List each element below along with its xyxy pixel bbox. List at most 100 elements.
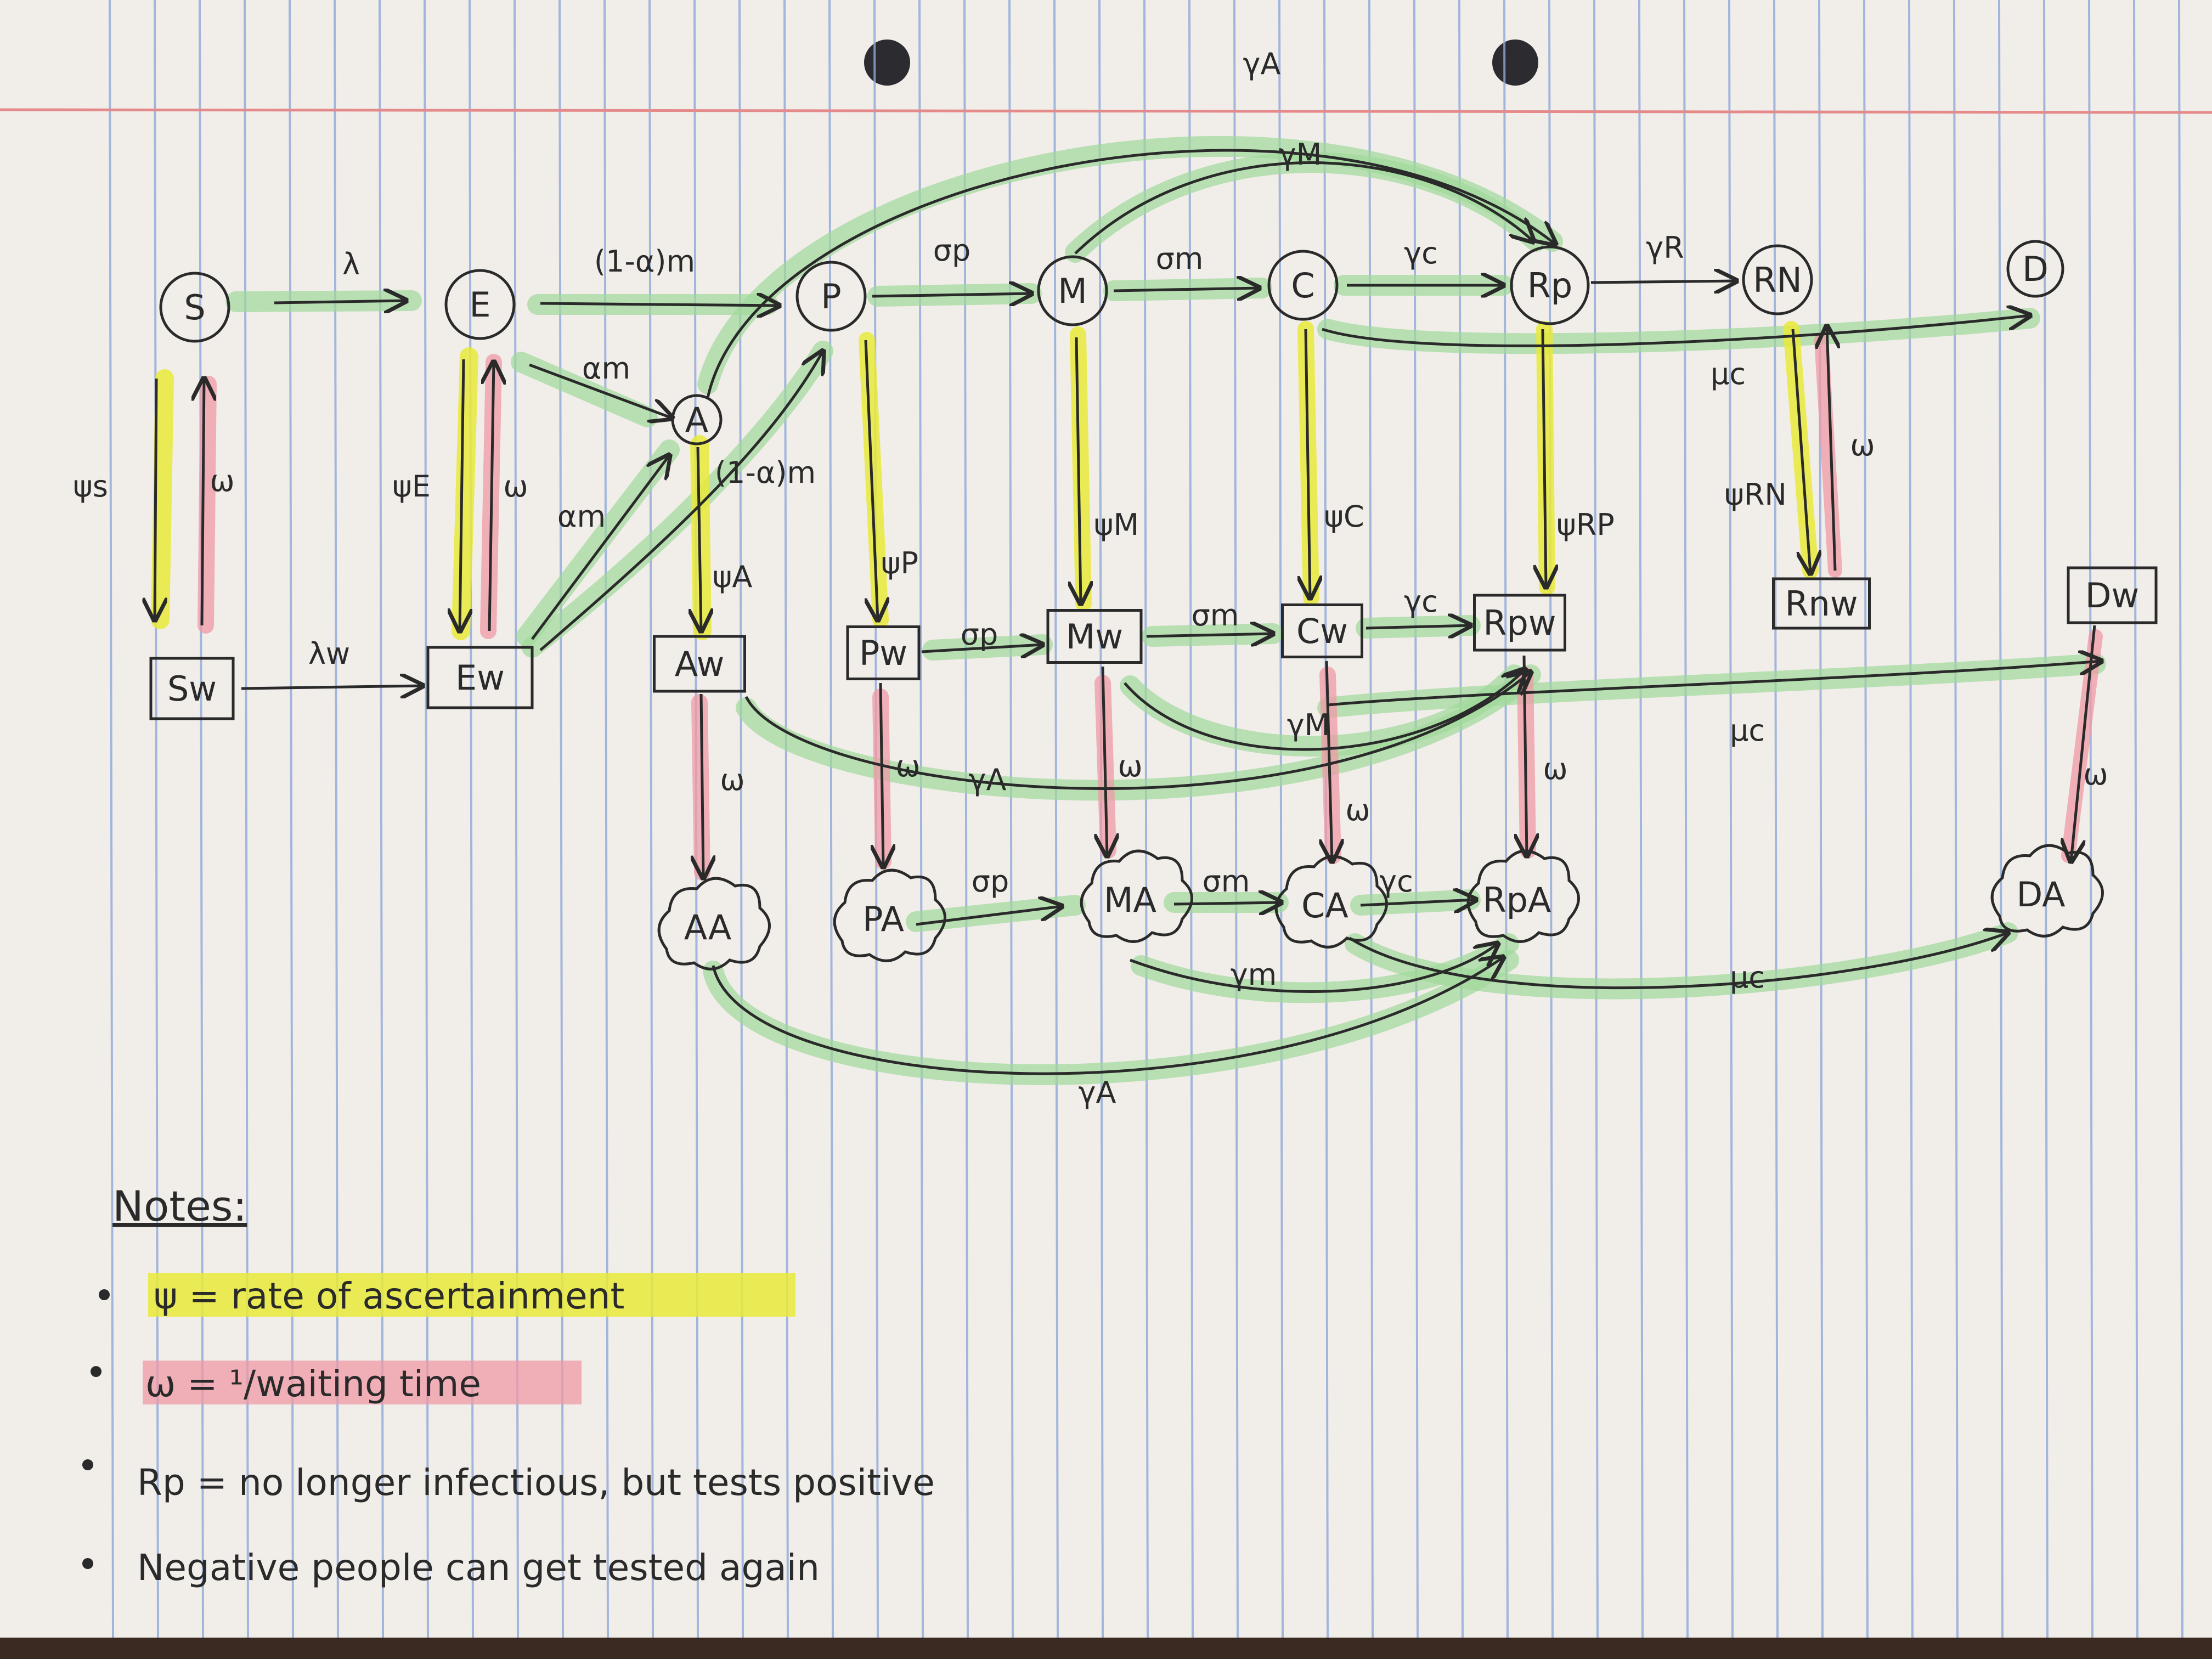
node-rnw: Rnw	[1772, 577, 1871, 630]
rate-label-gamma-c: γc	[1404, 236, 1438, 270]
margin-line	[0, 108, 2212, 114]
transition-arrow	[744, 672, 1531, 790]
rate-label-psi-rn: ψRN	[1724, 477, 1787, 512]
transition-arrow	[712, 957, 1503, 1075]
node-da: DA	[1990, 844, 2104, 938]
circle-shape	[1267, 250, 1339, 321]
rate-label-sigma-m: σm	[1203, 864, 1250, 899]
bullet	[91, 1366, 101, 1377]
ruled-line	[1503, 0, 1509, 1638]
transition-arrow	[1590, 281, 1736, 283]
node-label: Aw	[675, 644, 725, 684]
highlight-stroke	[511, 352, 658, 427]
cloud-shape	[1274, 855, 1388, 949]
node-aa: AA	[657, 877, 771, 970]
node-ew: Ew	[426, 646, 534, 709]
transition-arrow	[1365, 625, 1470, 628]
rate-label-omega: ω	[720, 763, 744, 797]
transition-arrow	[1103, 666, 1107, 856]
node-sw: Sw	[149, 657, 235, 720]
ruled-line	[918, 0, 924, 1638]
circle-shape	[2006, 240, 2064, 298]
ruled-line	[828, 0, 834, 1638]
ruled-line	[1818, 0, 1824, 1638]
transition-arrow	[531, 455, 669, 640]
rate-label-gamma-m-lower: γm	[1231, 957, 1277, 992]
transition-arrow	[1827, 326, 1835, 571]
ruled-line	[1728, 0, 1734, 1638]
transition-arrow	[202, 379, 204, 626]
node-c: C	[1267, 250, 1339, 321]
ruled-line	[1413, 0, 1419, 1638]
transition-arrow	[1113, 288, 1259, 291]
highlight-stroke	[516, 439, 680, 647]
transition-arrow	[1076, 337, 1081, 603]
desk-surface	[0, 1638, 2212, 1659]
cloud-shape	[1990, 844, 2104, 938]
transition-arrow	[1124, 669, 1525, 751]
ruled-line	[783, 0, 789, 1638]
box-shape	[1281, 603, 1363, 658]
ruled-line	[1143, 0, 1149, 1638]
transition-arrow	[529, 363, 672, 418]
circle-shape	[1037, 255, 1108, 326]
node-label: D	[2022, 249, 2049, 289]
transition-arrow	[1306, 329, 1310, 598]
ruled-line	[1188, 0, 1194, 1638]
rate-label-lambda: λ	[342, 247, 360, 281]
node-label: C	[1291, 266, 1314, 306]
rate-label-sigma-p: σp	[972, 864, 1009, 899]
node-p: P	[795, 261, 867, 332]
rate-label-omega: ω	[210, 464, 234, 498]
rate-label-one-minus-alpha-m: (1-α)m	[715, 455, 816, 490]
node-label: Cw	[1296, 611, 1348, 651]
node-label: Mw	[1066, 617, 1123, 657]
ruled-line	[603, 0, 609, 1638]
rate-label-mu-c: μc	[1711, 357, 1746, 391]
transition-arrow	[489, 362, 494, 631]
rate-label-mu-c: μc	[1730, 713, 1765, 748]
highlight-stroke	[1317, 308, 2040, 354]
rate-label-gamma-c: γc	[1379, 864, 1413, 899]
transition-arrows	[155, 149, 2101, 1075]
rate-label-sigma-p: σp	[961, 617, 998, 652]
box-shape	[149, 657, 235, 720]
rate-label-sigma-m: σm	[1156, 241, 1204, 276]
ruled-line	[1008, 0, 1014, 1638]
node-label: RN	[1753, 260, 1802, 300]
ruled-line	[1863, 0, 1869, 1638]
notes-section: Notes: ψ = rate of ascertainment ω = ¹/w…	[82, 1182, 935, 1589]
transition-arrow	[1074, 161, 1533, 255]
notes-highlight-yellow	[148, 1273, 795, 1317]
rate-label-omega: ω	[503, 469, 528, 504]
node-ma: MA	[1080, 849, 1193, 943]
node-label: Rp	[1527, 266, 1572, 306]
node-label: Rpw	[1483, 603, 1556, 643]
note-rp-definition: Rp = no longer infectious, but tests pos…	[137, 1462, 935, 1504]
node-a: A	[671, 394, 723, 445]
ruled-line	[1593, 0, 1599, 1638]
rate-label-sigma-m: σm	[1192, 598, 1239, 633]
ruled-line	[738, 0, 744, 1638]
box-shape	[2067, 566, 2158, 624]
ruled-line	[1638, 0, 1644, 1638]
transition-arrow	[274, 301, 406, 303]
node-label: Ew	[455, 658, 505, 698]
transition-arrow	[1146, 634, 1273, 636]
ruled-line	[2088, 0, 2094, 1638]
ruled-line	[1053, 0, 1059, 1638]
transition-arrow	[1348, 933, 2008, 989]
ruled-line	[963, 0, 969, 1638]
ruled-line	[1683, 0, 1689, 1638]
transition-arrow	[921, 645, 1042, 652]
transition-arrow	[540, 303, 779, 306]
ruled-line	[1548, 0, 1554, 1638]
transition-arrow	[1322, 315, 2030, 347]
transition-arrow	[706, 149, 1555, 398]
ruled-line	[1908, 0, 1914, 1638]
note-ascertainment: ψ = rate of ascertainment	[154, 1275, 624, 1317]
rate-label-omega: ω	[1543, 752, 1567, 786]
transition-arrow	[539, 351, 823, 651]
node-label: E	[469, 285, 490, 325]
